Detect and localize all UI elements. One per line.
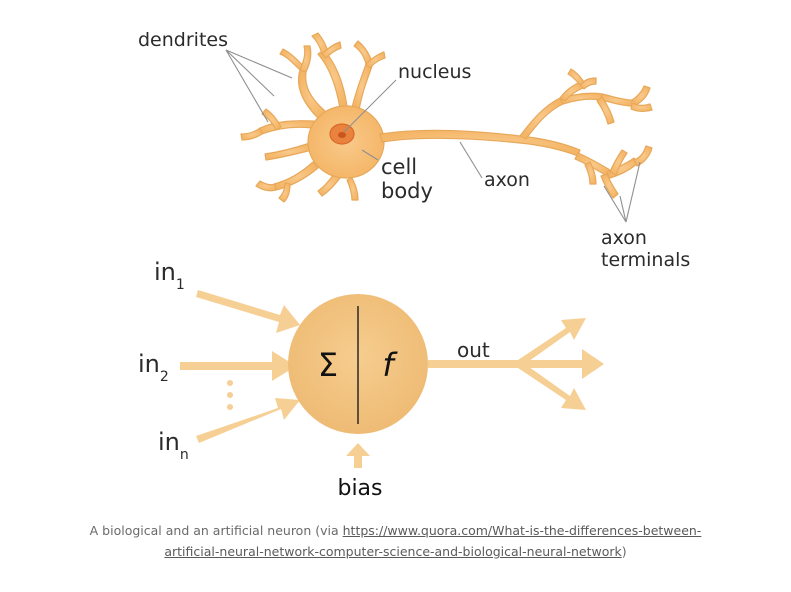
sum-symbol: Σ xyxy=(318,346,338,384)
input1-label: in1 xyxy=(154,258,185,293)
input1-arrow xyxy=(196,290,300,333)
inputn-label: inn xyxy=(158,428,189,463)
neuron-diagram: dendrites nucleus cell body axon axon te… xyxy=(138,29,690,501)
axon-label: axon xyxy=(484,169,530,191)
cell-body-label-line2: body xyxy=(381,179,433,203)
caption-source-link[interactable]: https://www.quora.com/What-is-the-differ… xyxy=(164,523,702,559)
label-leader-lines xyxy=(225,49,641,223)
inputn-subscript: n xyxy=(180,447,189,463)
input-ellipsis-dot xyxy=(227,404,233,410)
input-ellipsis-dot xyxy=(227,392,233,398)
input1-subscript: 1 xyxy=(176,277,185,293)
axon-terminals-label-line2: terminals xyxy=(601,249,690,271)
caption-suffix: ) xyxy=(621,544,627,559)
nucleus-label: nucleus xyxy=(398,61,471,83)
output-fork-mid xyxy=(520,349,604,379)
biological-neuron xyxy=(240,32,653,203)
axon-shape xyxy=(379,129,581,157)
input2-base: in xyxy=(138,350,160,378)
inputn-arrow xyxy=(196,398,300,443)
output-arrow xyxy=(428,360,520,368)
input-ellipsis-dot xyxy=(227,380,233,386)
output-fork-up xyxy=(518,318,586,366)
bias-label: bias xyxy=(337,476,382,501)
output-fork-down xyxy=(518,362,586,410)
output-label: out xyxy=(457,338,490,362)
inputn-base: in xyxy=(158,428,180,456)
dendrites-label: dendrites xyxy=(138,29,228,51)
input1-base: in xyxy=(154,258,176,286)
bias-arrow xyxy=(346,443,370,468)
figure-caption: A biological and an artificial neuron (v… xyxy=(0,520,791,562)
input2-subscript: 2 xyxy=(160,369,169,385)
cell-body-label-line1: cell xyxy=(381,155,417,179)
caption-prefix: A biological and an artificial neuron (v… xyxy=(89,523,343,538)
input2-label: in2 xyxy=(138,350,169,385)
dendrites-shape xyxy=(240,32,386,203)
axon-terminals-label-line1: axon xyxy=(601,227,647,249)
input2-arrow xyxy=(180,351,296,381)
artificial-neuron: Σ f xyxy=(180,290,604,468)
